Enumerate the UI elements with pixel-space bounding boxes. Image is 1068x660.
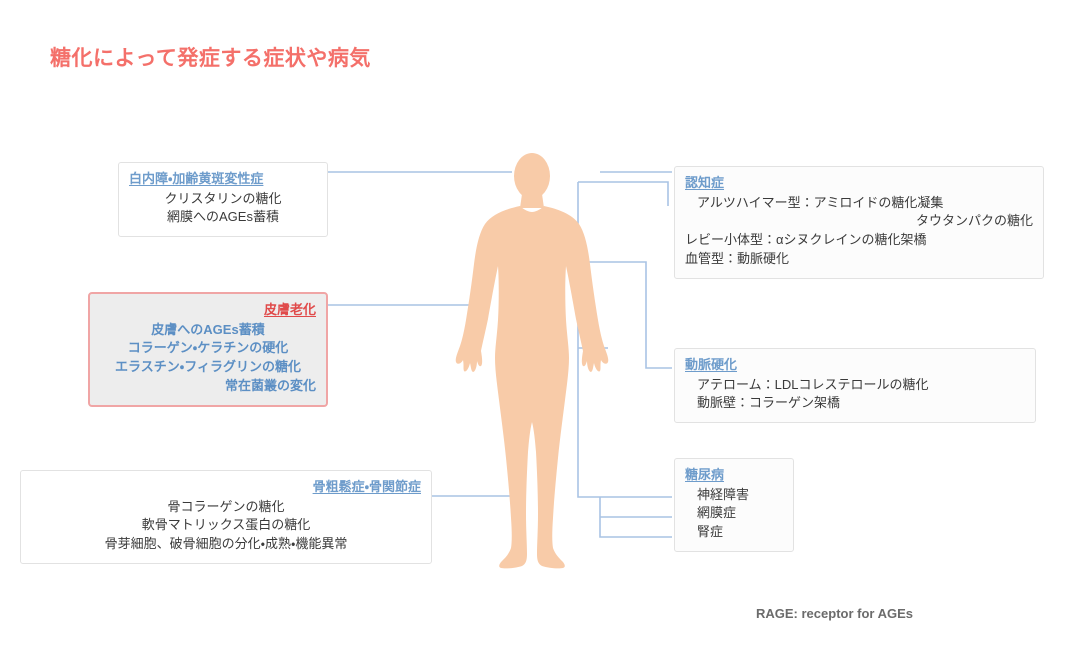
box-diabetes[interactable]: 糖尿病 神経障害 網膜症 腎症 [674, 458, 794, 553]
silhouette-body [455, 206, 609, 569]
page-title: 糖化によって発症する症状や病気 [50, 47, 371, 70]
box-eye-line-1: クリスタリンの糖化 [164, 190, 282, 206]
box-eye-heading: 白内障・加齢黄斑変性症 [129, 171, 264, 186]
connector-diabetes-lower [599, 497, 672, 538]
box-athero-line-2: 動脈壁：コラーゲン架橋 [697, 395, 841, 411]
box-bone-line-1: 骨コラーゲンの糖化 [167, 498, 285, 514]
box-eye-disease[interactable]: 白内障・加齢黄斑変性症 クリスタリンの糖化 網膜へのAGEs蓄積 [118, 162, 328, 238]
box-dementia-line-3: レビー小体型：αシヌクレインの糖化架橋 [685, 232, 927, 248]
box-eye-line-2: 網膜へのAGEs蓄積 [167, 209, 279, 225]
box-diabetes-line-1: 神経障害 [697, 486, 750, 502]
box-athero-lines: アテローム：LDLコレステロールの糖化 動脈壁：コラーゲン架橋 [685, 376, 1025, 414]
box-bone-line-2: 軟骨マトリックス蛋白の糖化 [141, 517, 311, 533]
box-dementia-line-2: タウタンパクの糖化 [915, 213, 1033, 229]
box-skin-aging[interactable]: 皮膚老化 皮膚へのAGEs蓄積 コラーゲン・ケラチンの硬化 エラスチン・フィラグ… [88, 292, 328, 407]
connector-athero [596, 261, 672, 369]
box-athero-heading: 動脈硬化 [685, 357, 738, 372]
box-bone-disease[interactable]: 骨粗鬆症・骨関節症 骨コラーゲンの糖化 軟骨マトリックス蛋白の糖化 骨芽細胞、破… [20, 470, 432, 565]
box-dementia-line-1: アルツハイマー型：アミロイドの糖化凝集 [697, 194, 944, 210]
box-bone-line-3: 骨芽細胞、破骨細胞の分化・成熟・機能異常 [104, 536, 348, 552]
footnote-rage: RAGE: receptor for AGEs [756, 606, 913, 621]
box-diabetes-line-2: 網膜症 [697, 505, 737, 521]
box-skin-line-2: コラーゲン・ケラチンの硬化 [127, 340, 289, 356]
connector-dementia-branch [578, 181, 669, 206]
silhouette-neck [520, 194, 544, 208]
box-dementia-line-4: 血管型：動脈硬化 [685, 251, 790, 267]
box-athero-line-1: アテローム：LDLコレステロールの糖化 [697, 376, 929, 392]
box-diabetes-lines: 神経障害 網膜症 腎症 [685, 486, 783, 543]
box-skin-line-1: 皮膚へのAGEs蓄積 [151, 321, 265, 337]
box-skin-line-3: エラスチン・フィラグリンの糖化 [115, 359, 301, 375]
box-skin-heading: 皮膚老化 [263, 302, 316, 317]
box-dementia-lines: アルツハイマー型：アミロイドの糖化凝集 タウタンパクの糖化 レビー小体型：αシヌ… [685, 194, 1033, 269]
box-dementia-heading: 認知症 [685, 175, 725, 190]
box-bone-lines: 骨コラーゲンの糖化 軟骨マトリックス蛋白の糖化 骨芽細胞、破骨細胞の分化・成熟・… [31, 498, 421, 555]
human-body-silhouette [455, 153, 609, 569]
box-diabetes-line-3: 腎症 [697, 524, 724, 540]
box-eye-lines: クリスタリンの糖化 網膜へのAGEs蓄積 [129, 190, 317, 228]
box-skin-line-4: 常在菌叢の変化 [224, 378, 316, 394]
silhouette-head [514, 153, 550, 199]
box-diabetes-heading: 糖尿病 [685, 467, 725, 482]
box-bone-heading: 骨粗鬆症・骨関節症 [312, 479, 421, 494]
box-atherosclerosis[interactable]: 動脈硬化 アテローム：LDLコレステロールの糖化 動脈壁：コラーゲン架橋 [674, 348, 1036, 424]
box-skin-lines: 皮膚へのAGEs蓄積 コラーゲン・ケラチンの硬化 エラスチン・フィラグリンの糖化… [100, 321, 316, 396]
box-dementia[interactable]: 認知症 アルツハイマー型：アミロイドの糖化凝集 タウタンパクの糖化 レビー小体型… [674, 166, 1044, 279]
